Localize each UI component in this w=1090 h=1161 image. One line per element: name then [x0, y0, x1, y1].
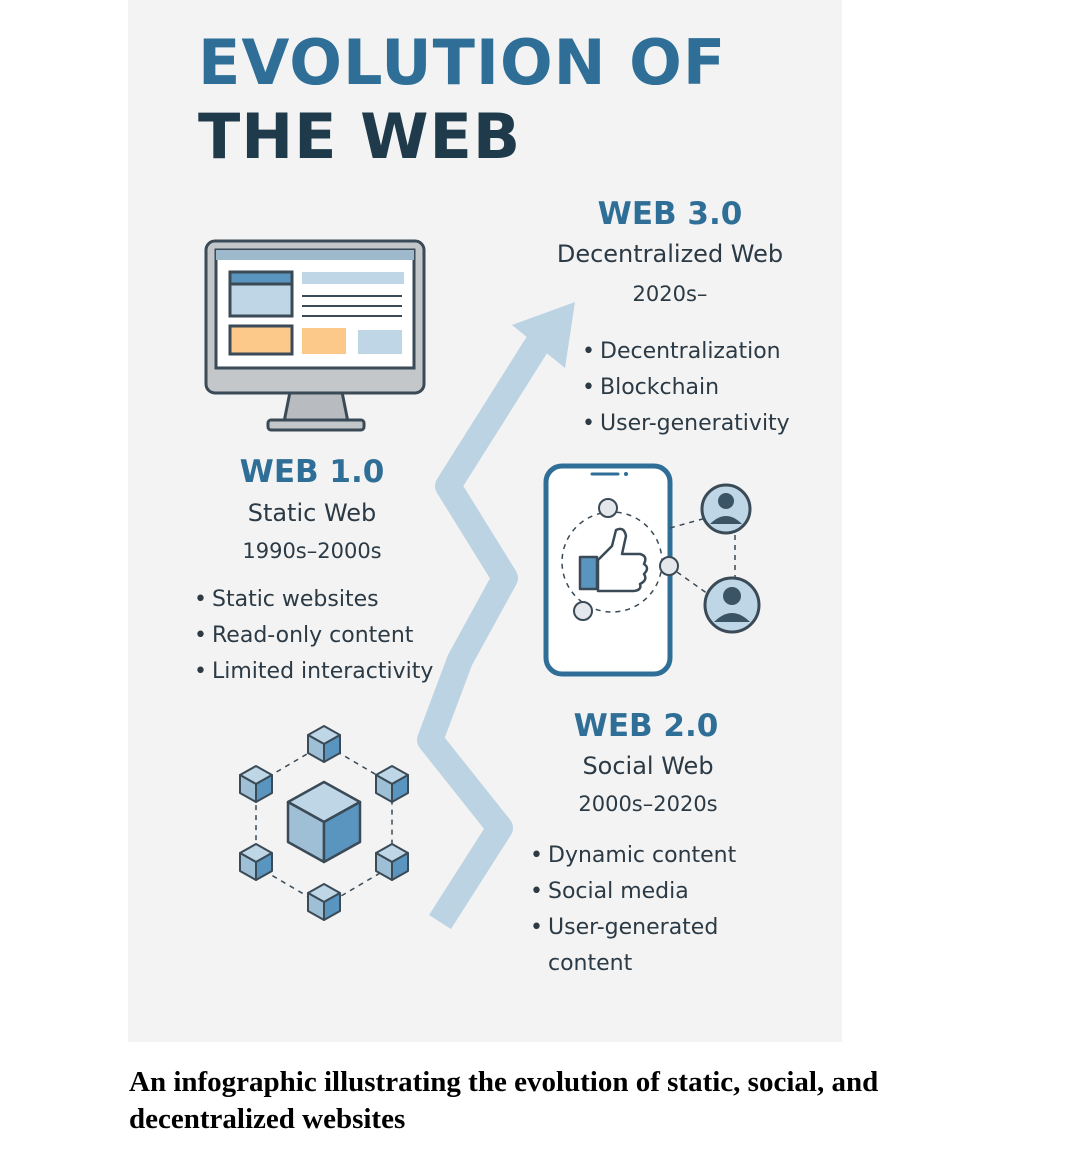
web3-bullet: Blockchain: [582, 370, 790, 406]
web1-bullet-list: Static websites Read-only content Limite…: [194, 582, 433, 690]
web2-bullet: User-generated: [530, 910, 736, 946]
web3-label: WEB 3.0: [597, 196, 743, 232]
web2-years: 2000s–2020s: [578, 792, 718, 816]
web3-bullet: Decentralization: [582, 334, 790, 370]
user-avatar-icon: [700, 483, 752, 535]
web1-years: 1990s–2000s: [242, 539, 382, 563]
web1-label: WEB 1.0: [239, 454, 385, 490]
web2-label: WEB 2.0: [573, 708, 719, 744]
web2-bullet-continuation: content: [548, 951, 633, 976]
smartphone-social-icon: [543, 463, 761, 677]
title-line-1: EVOLUTION OF: [198, 26, 727, 99]
blockchain-cubes-icon: [239, 725, 409, 921]
title-line-2: THE WEB: [198, 100, 522, 173]
web3-years: 2020s–: [632, 282, 708, 306]
thumbs-up-icon: [578, 527, 649, 593]
web2-bullet: Social media: [530, 874, 736, 910]
user-avatar-icon: [703, 576, 761, 634]
web2-bullet: Dynamic content: [530, 838, 736, 874]
web3-bullet-list: Decentralization Blockchain User-generat…: [582, 334, 790, 442]
desktop-monitor-icon: [204, 239, 426, 432]
web1-subtitle: Static Web: [247, 499, 377, 527]
web3-subtitle: Decentralized Web: [556, 240, 784, 268]
web2-subtitle: Social Web: [582, 752, 714, 780]
web2-bullet-list: Dynamic content Social media User-genera…: [530, 838, 736, 982]
figure-caption: An infographic illustrating the evolutio…: [129, 1066, 879, 1135]
growth-arrow-icon: [417, 302, 575, 929]
infographic-artwork: [204, 239, 761, 929]
web1-bullet: Limited interactivity: [194, 654, 433, 690]
web3-bullet: User-generativity: [582, 406, 790, 442]
web1-bullet: Static websites: [194, 582, 433, 618]
web1-bullet: Read-only content: [194, 618, 433, 654]
